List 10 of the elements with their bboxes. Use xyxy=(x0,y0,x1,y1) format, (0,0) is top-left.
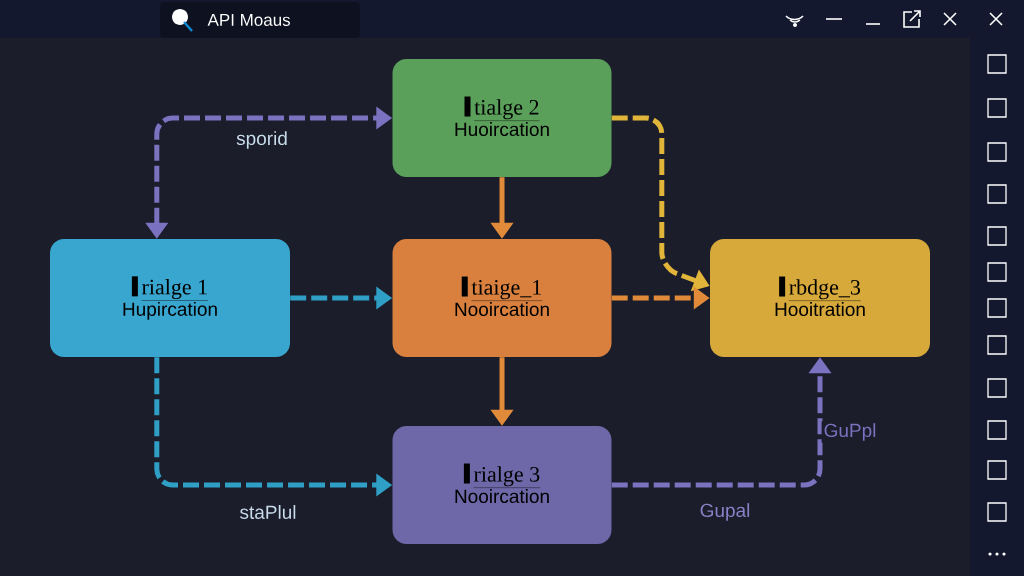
process-box: rialge 3 Nooircation xyxy=(392,426,612,544)
process-box: tialge 2 Huoircation xyxy=(392,59,612,177)
edge-label: sporid xyxy=(234,129,290,151)
label-text: Gupal xyxy=(700,503,750,521)
process-box: rbdge_3 Hooitration xyxy=(710,239,930,357)
tab: API Moaus xyxy=(160,2,360,38)
edge-label: staPlul xyxy=(237,503,299,521)
process-box: tiaige_1 Nooircation xyxy=(392,239,612,357)
edge-label: GuPpl xyxy=(821,421,879,443)
process-box: rialge 1 Hupircation xyxy=(50,239,290,357)
